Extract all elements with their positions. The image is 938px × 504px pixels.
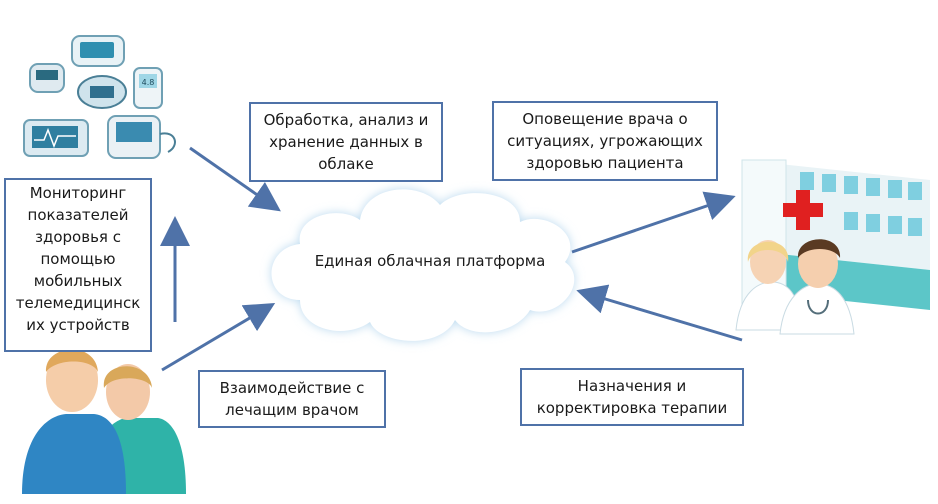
interaction-line-2: лечащим врачом: [225, 401, 359, 419]
interaction-box: Взаимодействие с лечащим врачом: [198, 370, 386, 428]
prescriptions-line-1: Назначения и: [577, 377, 687, 395]
processing-line-3: облаке: [318, 155, 374, 173]
processing-line-1: Обработка, анализ и: [263, 111, 429, 129]
monitoring-line-3: здоровья с: [35, 228, 121, 246]
arrow-devices-to-cloud: [189, 146, 281, 212]
monitoring-line-4: помощью: [40, 250, 116, 268]
arrow-cloud-to-hospital: [571, 191, 736, 254]
monitoring-line-6: телемедицинск: [15, 294, 141, 312]
svg-text:4.8: 4.8: [142, 78, 155, 87]
cloud-label: Единая облачная платформа: [314, 252, 546, 270]
monitoring-box: Мониторинг показателей здоровья с помощь…: [4, 178, 152, 352]
medical-devices-icon: 4.8: [23, 35, 176, 159]
monitoring-line-5: мобильных: [33, 272, 123, 290]
patients-icon: [22, 348, 186, 494]
notification-box: Оповещение врача о ситуациях, угрожающих…: [492, 101, 718, 181]
monitoring-line-2: показателей: [27, 206, 129, 224]
processing-line-2: хранение данных в: [269, 133, 423, 151]
notification-line-2: ситуациях, угрожающих: [507, 132, 703, 150]
hospital-doctors-icon: [735, 159, 930, 335]
cloud-shape: [271, 189, 575, 341]
monitoring-line-7: их устройств: [26, 316, 130, 334]
processing-box: Обработка, анализ и хранение данных в об…: [249, 102, 443, 182]
monitoring-line-1: Мониторинг: [29, 184, 127, 202]
notification-line-1: Оповещение врача о: [522, 110, 688, 128]
prescriptions-line-2: корректировка терапии: [536, 399, 728, 417]
notification-line-3: здоровью пациента: [526, 154, 684, 172]
interaction-line-1: Взаимодействие с: [219, 379, 365, 397]
arrow-patients-to-cloud: [161, 302, 276, 372]
prescriptions-box: Назначения и корректировка терапии: [520, 368, 744, 426]
arrow-hospital-to-cloud: [576, 284, 743, 342]
